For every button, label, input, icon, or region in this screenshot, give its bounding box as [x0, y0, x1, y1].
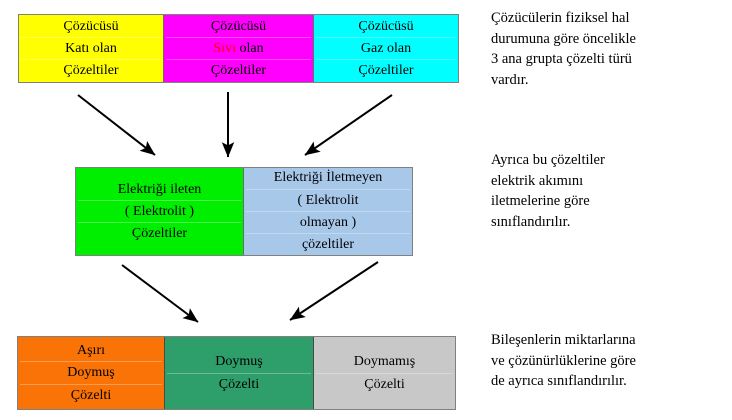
note-states-line-3: 3 ana grupta çözelti türü: [491, 51, 632, 68]
saturation-row: Aşırı Doymuş Çözelti Doymuş Çözelti Doym…: [17, 336, 456, 410]
note-states-line-1: Çözücülerin fiziksel hal: [491, 10, 630, 26]
note-electrical-conductivity: Ayrıca bu çözeltiler elektrik akımını il…: [491, 150, 727, 232]
box-supersaturated-line-3: Çözelti: [20, 383, 162, 406]
box-saturated-line-2: Çözelti: [167, 372, 311, 395]
box-non-electrolyte-line-3: olmayan ): [246, 211, 410, 233]
note-states-line-4: vardır.: [491, 71, 529, 88]
box-saturated[interactable]: Doymuş Çözelti: [165, 337, 314, 409]
note-conduct-line-2: elektrik akımını: [491, 172, 584, 189]
solvent-physical-state-row: Çözücüsü Katı olan Çözeltiler Çözücüsü S…: [18, 14, 459, 83]
box-solid-solvent-line-2: Katı olan: [21, 36, 161, 59]
box-unsaturated-line-2: Çözelti: [316, 372, 453, 395]
box-saturated-line-1: Doymuş: [215, 354, 263, 370]
box-supersaturated-line-1: Aşırı: [77, 343, 105, 359]
arrow-group-states-to-conductivity: [77, 92, 393, 158]
note-conduct-line-1: Ayrıca bu çözeltiler: [491, 152, 605, 168]
note-conduct-line-3: iletmelerine göre: [491, 193, 590, 210]
box-non-electrolyte-line-2: ( Elektrolit: [246, 188, 410, 211]
box-electrolyte-line-3: Çözeltiler: [78, 222, 241, 244]
box-gas-solvent-line-2: Gaz olan: [316, 36, 456, 59]
note-solvent-physical-state: Çözücülerin fiziksel hal durumuna göre ö…: [491, 8, 727, 90]
arrow-gas-to-conductivity: [304, 94, 393, 156]
box-gas-solvent[interactable]: Çözücüsü Gaz olan Çözeltiler: [314, 15, 458, 82]
liquid-keyword-suffix: olan: [235, 40, 264, 56]
arrow-solid-to-conductivity: [77, 94, 156, 156]
box-liquid-solvent-line-1: Çözücüsü: [210, 18, 267, 34]
box-supersaturated-line-2: Doymuş: [20, 361, 162, 383]
electrical-conductivity-row: Elektriği ileten ( Elektrolit ) Çözeltil…: [75, 167, 413, 256]
note-amount-line-1: Bileşenlerin miktarlarına: [491, 332, 636, 348]
arrow-non-electrolyte-to-saturation: [289, 261, 379, 321]
liquid-keyword-highlight: Sıvı: [213, 40, 236, 56]
box-unsaturated-line-1: Doymamış: [353, 354, 416, 370]
box-solid-solvent-line-3: Çözeltiler: [21, 59, 161, 81]
box-electrolyte-line-1: Elektriği ileten: [117, 181, 202, 197]
box-electrolyte-line-2: ( Elektrolit ): [78, 199, 241, 222]
box-solid-solvent-line-1: Çözücüsü: [63, 18, 119, 34]
box-liquid-solvent-line-2: Sıvı olan: [166, 36, 311, 59]
box-non-electrolyte-line-1: Elektriği İletmeyen: [273, 170, 383, 186]
box-gas-solvent-line-3: Çözeltiler: [316, 59, 456, 81]
note-amount-line-3: de ayrıca sınıflandırılır.: [491, 373, 627, 390]
box-electrolyte[interactable]: Elektriği ileten ( Elektrolit ) Çözeltil…: [76, 168, 244, 255]
note-amount-line-2: ve çözünürlüklerine göre: [491, 352, 636, 369]
box-unsaturated[interactable]: Doymamış Çözelti: [314, 337, 455, 409]
box-liquid-solvent-line-3: Çözeltiler: [166, 59, 311, 81]
box-non-electrolyte[interactable]: Elektriği İletmeyen ( Elektrolit olmayan…: [244, 168, 412, 255]
box-supersaturated[interactable]: Aşırı Doymuş Çözelti: [18, 337, 165, 409]
note-states-line-2: durumuna göre öncelikle: [491, 30, 636, 47]
arrow-group-conductivity-to-saturation: [121, 261, 379, 323]
box-solid-solvent[interactable]: Çözücüsü Katı olan Çözeltiler: [19, 15, 164, 82]
note-saturation: Bileşenlerin miktarlarına ve çözünürlükl…: [491, 330, 727, 392]
box-gas-solvent-line-1: Çözücüsü: [358, 18, 414, 34]
note-conduct-line-4: sınıflandırılır.: [491, 213, 571, 230]
box-liquid-solvent[interactable]: Çözücüsü Sıvı olan Çözeltiler: [164, 15, 314, 82]
box-non-electrolyte-line-4: çözeltiler: [246, 233, 410, 255]
arrow-electrolyte-to-saturation: [121, 264, 199, 323]
